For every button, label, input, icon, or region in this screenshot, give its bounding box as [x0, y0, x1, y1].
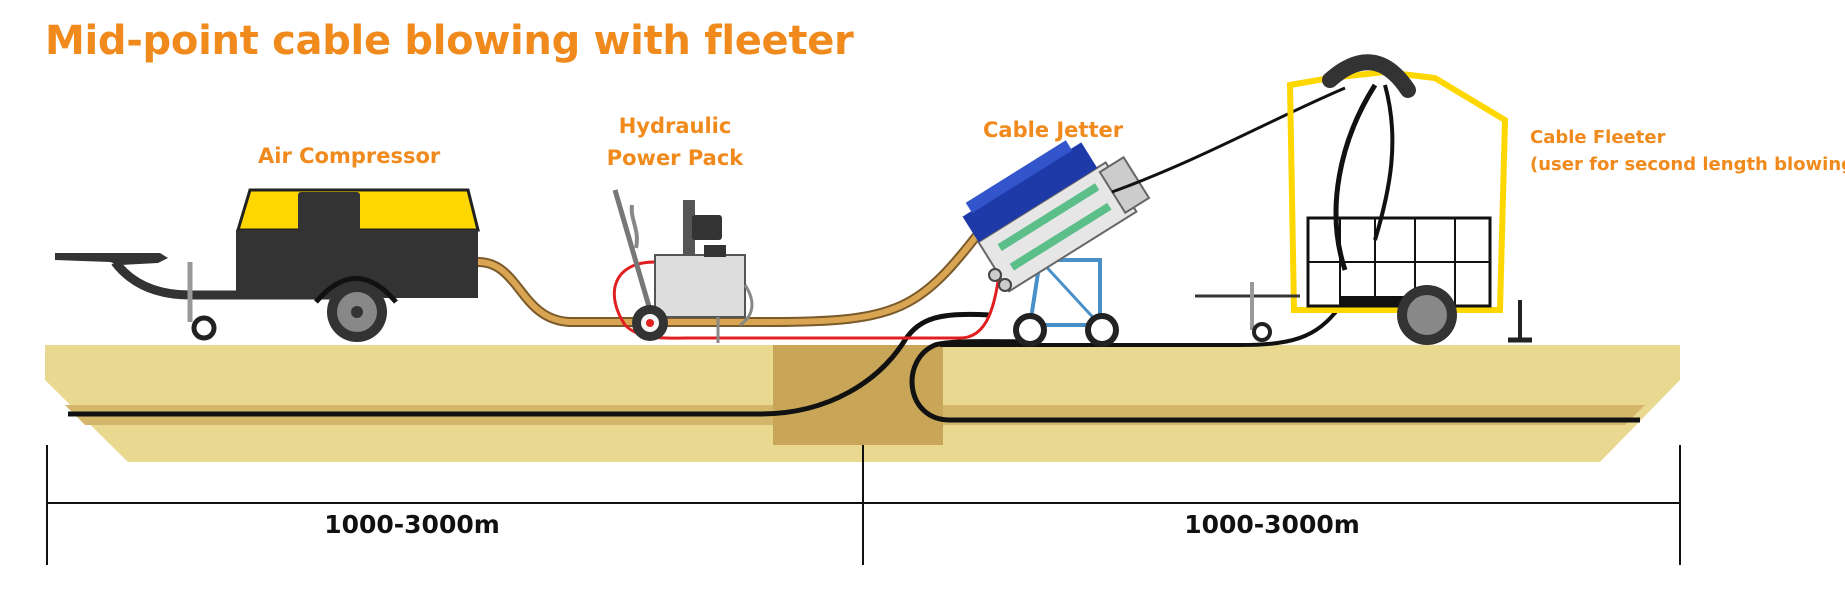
cable-jetter-label: Cable Jetter — [983, 118, 1124, 142]
cable-fleeter-icon — [1195, 54, 1532, 345]
fleeter-label-line1: Cable Fleeter — [1530, 127, 1666, 148]
distance-label-right: 1000-3000m — [1184, 510, 1360, 539]
hydraulic-label-line2: Power Pack — [606, 146, 744, 170]
ground-section — [45, 345, 1680, 462]
surface-cable — [940, 298, 1347, 347]
air-compressor-icon — [55, 188, 480, 342]
cable-fleeter-label: Cable Fleeter (user for second length bl… — [1530, 124, 1845, 178]
buried-cable-right — [909, 339, 1640, 423]
distance-label-left: 1000-3000m — [324, 510, 500, 539]
cable-jetter-icon — [962, 140, 1151, 347]
buried-cable-left — [68, 311, 991, 417]
distance-markers — [46, 445, 1681, 565]
hydraulic-label-line1: Hydraulic — [618, 114, 732, 138]
hydraulic-power-pack-icon — [612, 189, 754, 343]
air-compressor-label: Air Compressor — [258, 144, 441, 168]
fleeter-label-line2: (user for second length blowing) — [1530, 154, 1845, 175]
jetter-to-fleeter-cable — [1111, 86, 1346, 194]
page-title: Mid-point cable blowing with fleeter — [45, 18, 854, 64]
hydraulic-power-pack-label: Hydraulic Power Pack — [590, 110, 760, 174]
